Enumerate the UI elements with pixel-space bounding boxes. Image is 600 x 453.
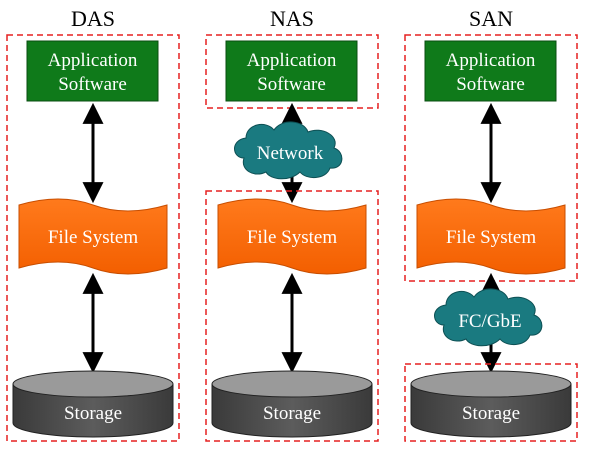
san-storage-boundary xyxy=(404,363,578,442)
das-storage-cylinder: Storage xyxy=(12,370,174,438)
nas-application-software-box: Application Software xyxy=(225,40,358,102)
nas-file-system-shape: File System xyxy=(217,198,367,275)
nas-storage-cylinder: Storage xyxy=(211,370,373,438)
das-boundary xyxy=(6,34,180,442)
das-file-system-shape: File System xyxy=(18,198,168,275)
san-storage-label: Storage xyxy=(462,403,520,424)
nas-fs-label: File System xyxy=(247,227,337,248)
das-fs-label: File System xyxy=(48,227,138,248)
das-app-label-line2: Software xyxy=(58,74,127,95)
san-file-system-shape: File System xyxy=(416,198,566,275)
san-app-label-line1: Application xyxy=(446,50,536,71)
das-title: DAS xyxy=(71,6,115,31)
san-column: SAN Application Software File System FC/… xyxy=(404,6,578,442)
san-fs-label: File System xyxy=(446,227,536,248)
das-application-software-box: Application Software xyxy=(26,40,159,102)
san-storage-cylinder: Storage xyxy=(410,370,572,438)
nas-storage-boundary xyxy=(205,190,379,442)
san-app-label-line2: Software xyxy=(456,74,525,95)
san-application-software-box: Application Software xyxy=(424,40,557,102)
das-column: DAS Application Software File System Sto… xyxy=(6,6,180,442)
nas-app-label-line2: Software xyxy=(257,74,326,95)
san-fcgbe-cloud: FC/GbE xyxy=(434,288,543,347)
nas-title: NAS xyxy=(270,6,314,31)
das-app-label-line1: Application xyxy=(48,50,138,71)
das-storage-label: Storage xyxy=(64,403,122,424)
san-fcgbe-label: FC/GbE xyxy=(458,311,521,332)
nas-network-label: Network xyxy=(257,143,324,164)
nas-app-label-line1: Application xyxy=(247,50,337,71)
nas-column: NAS Application Software Network File Sy… xyxy=(205,6,379,442)
nas-storage-label: Storage xyxy=(263,403,321,424)
san-title: SAN xyxy=(469,6,513,31)
nas-network-cloud: Network xyxy=(234,121,343,180)
